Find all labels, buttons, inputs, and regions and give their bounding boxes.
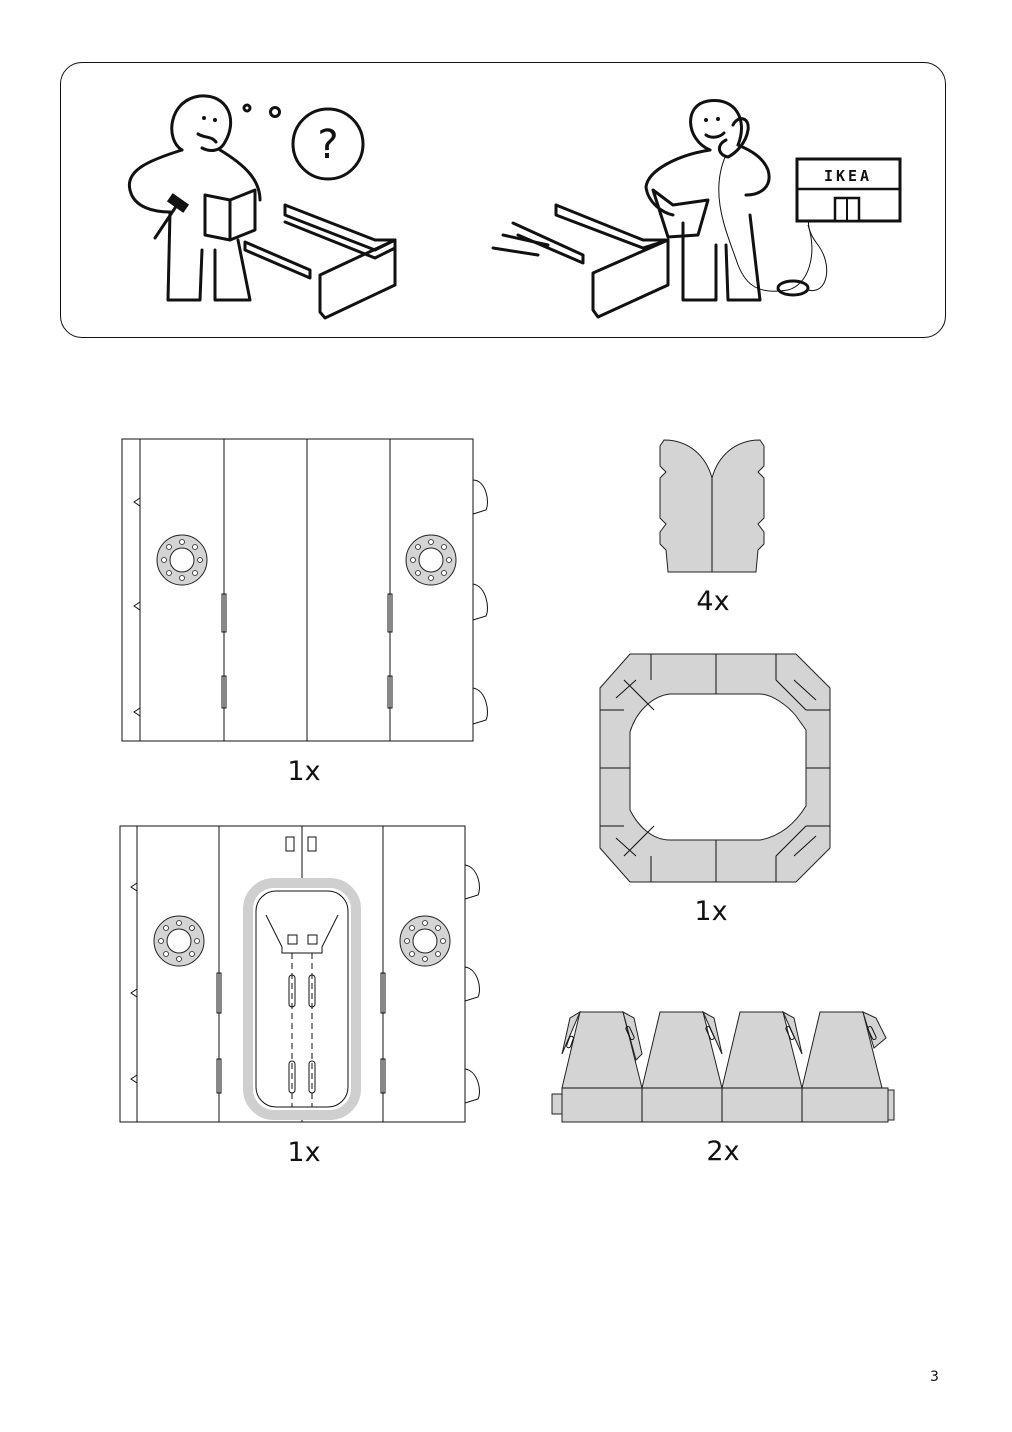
confused-person-illustration: ? <box>127 94 397 320</box>
panel-a-quantity: 1x <box>287 756 321 787</box>
panel-part-b <box>119 825 480 1123</box>
clip-part <box>659 439 765 573</box>
panel-part-a <box>121 438 488 742</box>
question-mark: ? <box>317 122 338 168</box>
frame-quantity: 1x <box>694 896 728 927</box>
page-number: 3 <box>930 1369 939 1385</box>
panel-b-quantity: 1x <box>287 1137 321 1168</box>
frame-part <box>599 653 831 883</box>
ikea-store-sign: IKEA <box>824 167 872 185</box>
strip-part <box>551 1010 895 1123</box>
strip-quantity: 2x <box>706 1136 740 1167</box>
calling-person-illustration: IKEA <box>491 99 902 319</box>
help-panel <box>60 62 946 338</box>
clip-quantity: 4x <box>696 586 730 617</box>
